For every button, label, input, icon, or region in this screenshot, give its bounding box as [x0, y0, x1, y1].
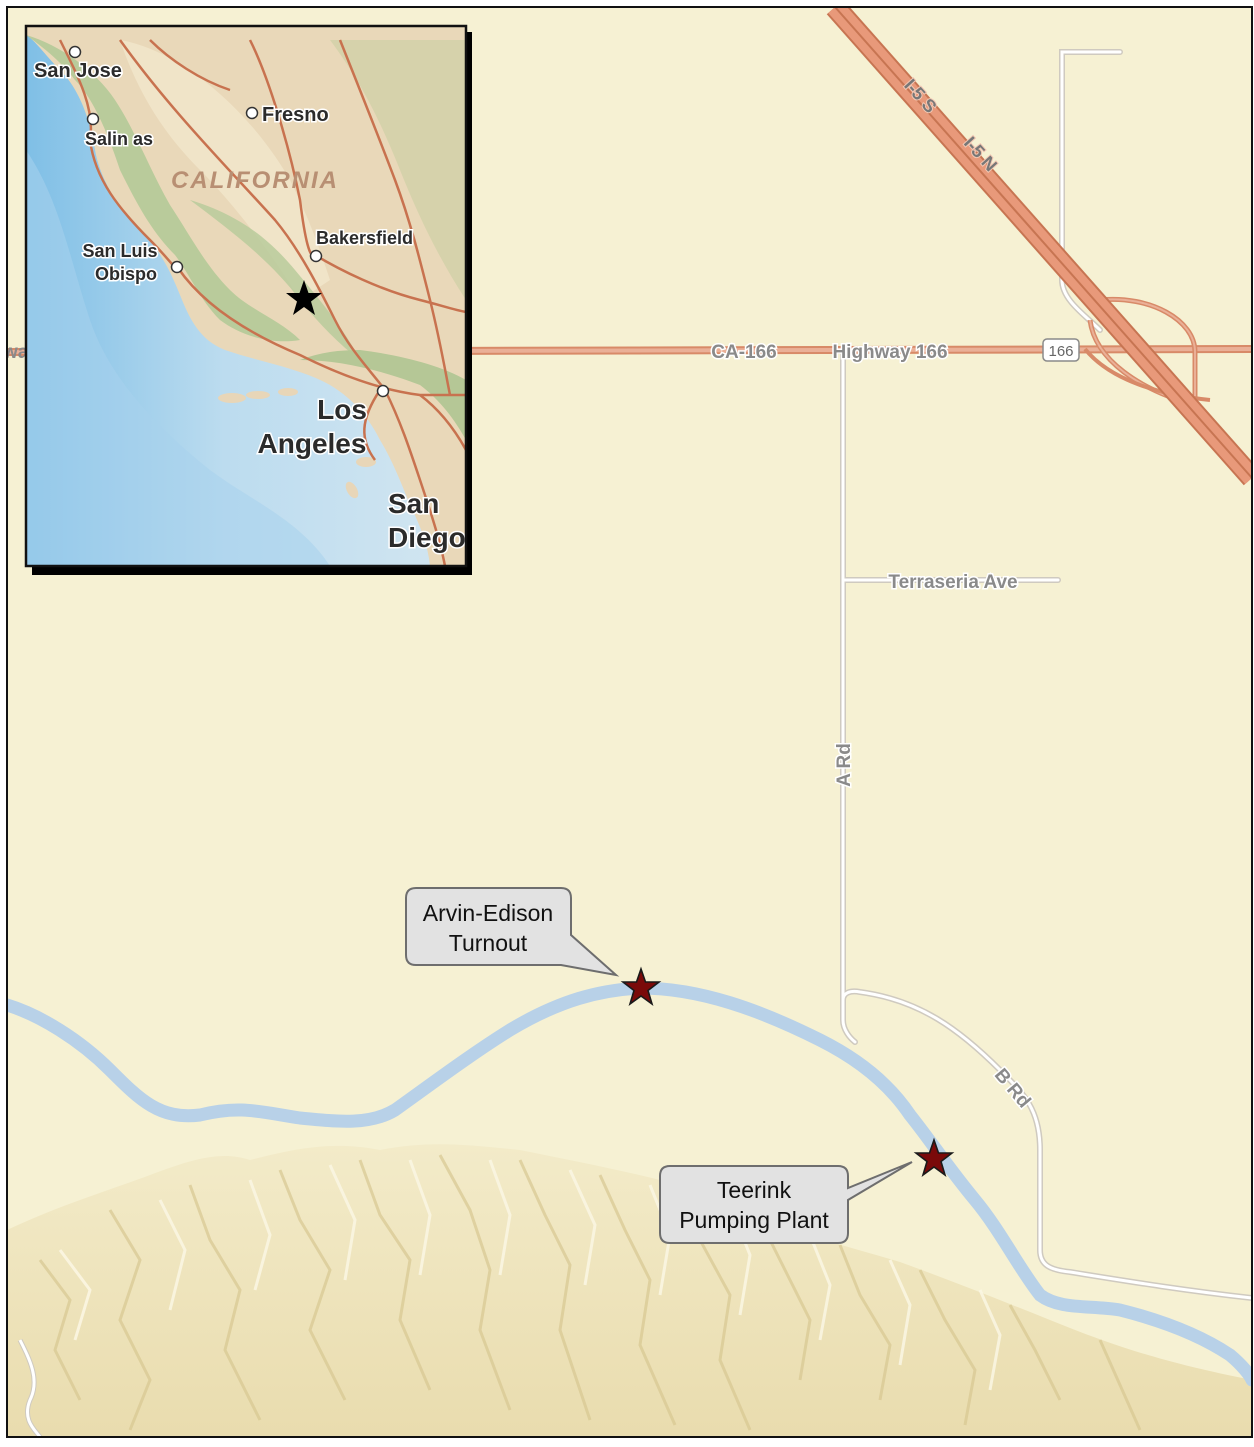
ca-166-label: CA-166: [711, 342, 776, 363]
main-map: CA-166 Highway 166 166 I-5 S I-5 N Terra…: [2, 7, 1252, 1437]
marker-teerink-star-icon: [913, 1137, 955, 1178]
teerink-label-line1: Teerink: [717, 1177, 792, 1203]
fresno-dot: [245, 106, 259, 120]
bakersfield-dot: [309, 249, 323, 263]
salinas-dot: [86, 112, 100, 126]
highway-166-label: Highway 166: [832, 342, 947, 363]
shield-166-text: 166: [1048, 343, 1073, 360]
shield-166-icon: 166: [1042, 338, 1080, 362]
bakersfield-label: Bakersfield: [316, 228, 413, 248]
la-label-line1: Los: [317, 394, 367, 425]
slo-label-line2: Obispo: [95, 264, 157, 284]
interstate-5: [826, 7, 1252, 486]
sd-label-line2: Diego: [388, 522, 466, 553]
a-rd-label: A Rd: [834, 743, 855, 787]
local-roads: [840, 49, 1252, 1301]
inset-location-star-icon: [286, 280, 322, 315]
slo-label-line1: San Luis: [82, 241, 157, 261]
aqueduct-canal: [7, 981, 1252, 1387]
callout-arvin-edison: Arvin-Edison Turnout: [405, 887, 620, 977]
terraseria-ave-label: Terraseria Ave: [888, 572, 1017, 593]
inset-state-label: CALIFORNIA: [171, 167, 339, 194]
arvin-edison-label-line1: Arvin-Edison: [423, 900, 553, 926]
inset-frame: [24, 24, 468, 568]
san-jose-label: San Jose: [34, 60, 122, 82]
salinas-label: Salin as: [85, 129, 153, 149]
callout-teerink: Teerink Pumping Plant: [659, 1161, 913, 1244]
marker-arvin-edison-star-icon: [620, 966, 662, 1007]
sd-label-line1: San: [388, 488, 439, 519]
teerink-label-line2: Pumping Plant: [679, 1207, 829, 1233]
arvin-edison-label-line2: Turnout: [449, 930, 528, 956]
san-jose-dot: [68, 45, 82, 59]
edge-road-fragment: wa: [2, 342, 29, 363]
map-frame: [6, 6, 1253, 1438]
inset-map: CALIFORNIA San Jose Fresno Salin as Bake…: [24, 24, 472, 575]
inset-city-dots: [68, 45, 390, 398]
fresno-label: Fresno: [262, 104, 329, 126]
san-luis-obispo-dot: [170, 260, 184, 274]
los-angeles-dot: [376, 384, 390, 398]
la-label-line2: Angeles: [258, 428, 367, 459]
